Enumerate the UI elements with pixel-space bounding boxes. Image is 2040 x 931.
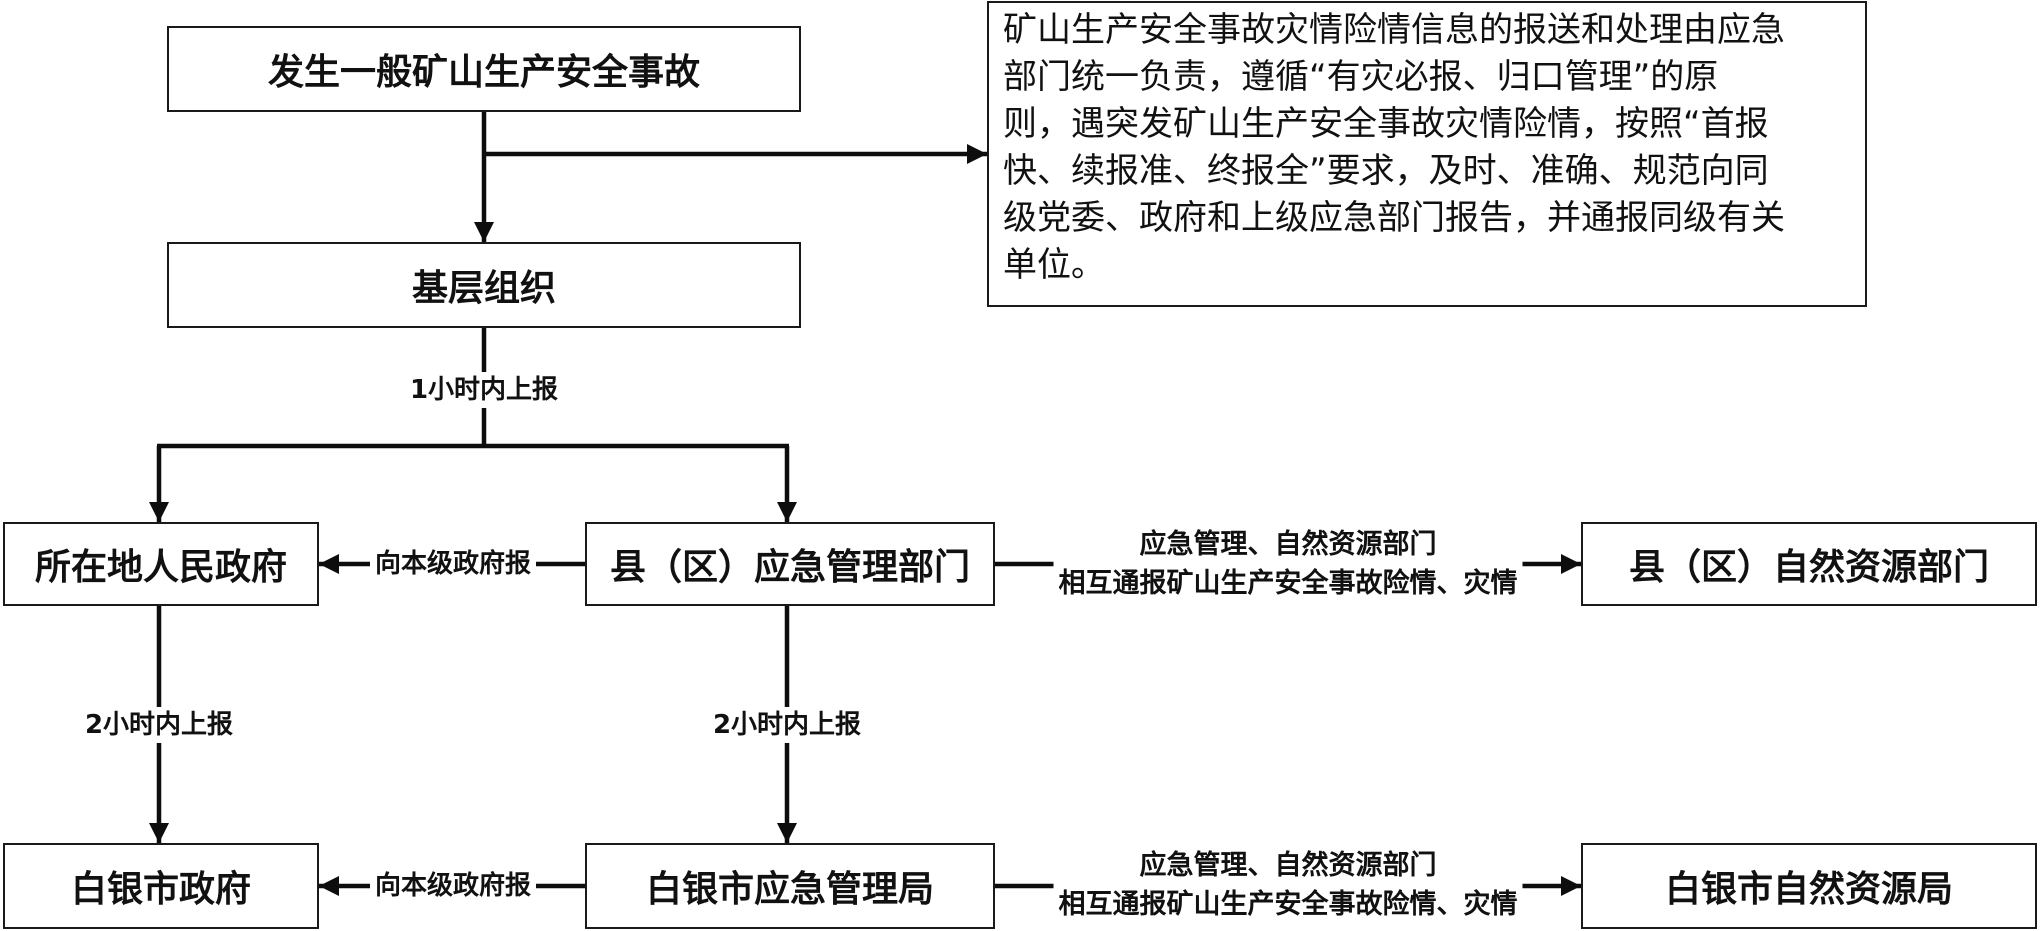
city-emergency-box: 白银市应急管理局 (585, 843, 995, 929)
label-to-gov-county: 向本级政府报 (369, 546, 537, 582)
note-line: 快、续报准、终报全”要求，及时、准确、规范向同 (1003, 151, 1769, 191)
label-mutual-line: 应急管理、自然资源部门 (1139, 529, 1437, 560)
county-emergency-box: 县（区）应急管理部门 (585, 522, 995, 606)
note-line: 部门统一负责，遵循“有灾必报、归口管理”的原 (1003, 57, 1719, 97)
label-mutual-notify-city: 应急管理、自然资源部门 相互通报矿山生产安全事故险情、灾情 (1053, 846, 1523, 924)
label-to-gov-city: 向本级政府报 (369, 868, 537, 904)
grassroots-box: 基层组织 (167, 242, 801, 328)
label-mutual-line: 应急管理、自然资源部门 (1139, 850, 1437, 881)
local-gov-box: 所在地人民政府 (3, 522, 319, 606)
label-mutual-notify-county: 应急管理、自然资源部门 相互通报矿山生产安全事故险情、灾情 (1053, 525, 1523, 603)
county-resources-box: 县（区）自然资源部门 (1581, 522, 2037, 606)
city-resources-box: 白银市自然资源局 (1581, 843, 2037, 929)
reporting-policy-note: 矿山生产安全事故灾情险情信息的报送和处理由应急 部门统一负责，遵循“有灾必报、归… (987, 1, 1867, 307)
label-mutual-line: 相互通报矿山生产安全事故险情、灾情 (1058, 889, 1518, 920)
note-line: 单位。 (1003, 245, 1105, 285)
city-gov-box: 白银市政府 (3, 843, 319, 929)
label-report-1h: 1小时内上报 (404, 372, 564, 408)
label-report-2h-left: 2小时内上报 (79, 707, 239, 743)
note-line: 矿山生产安全事故灾情险情信息的报送和处理由应急 (1003, 10, 1785, 50)
note-line: 级党委、政府和上级应急部门报告，并通报同级有关 (1003, 198, 1785, 238)
label-report-2h-right: 2小时内上报 (707, 707, 867, 743)
label-mutual-line: 相互通报矿山生产安全事故险情、灾情 (1058, 568, 1518, 599)
note-line: 则，遇突发矿山生产安全事故灾情险情，按照“首报 (1003, 104, 1769, 144)
accident-box: 发生一般矿山生产安全事故 (167, 26, 801, 112)
